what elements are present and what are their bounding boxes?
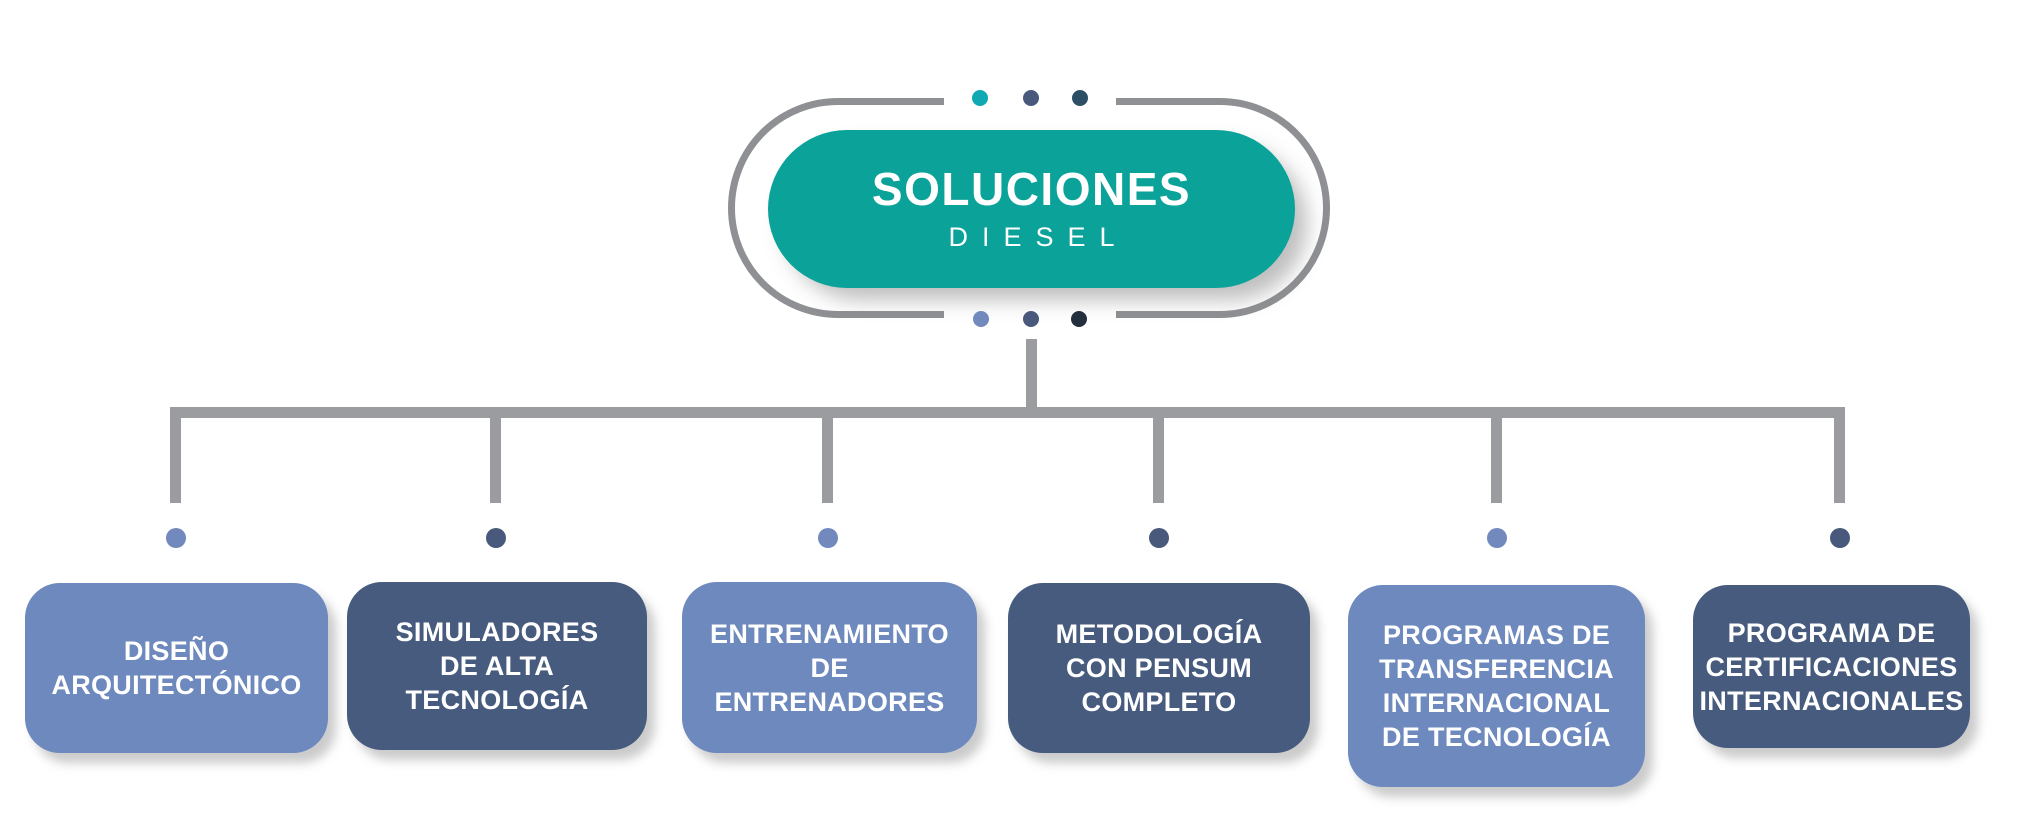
- tree-node-label: DISEÑO ARQUITECTÓNICO: [51, 636, 302, 700]
- root-node: SOLUCIONES DIESEL: [768, 130, 1295, 288]
- decor-dot-top-dark-teal: [1072, 90, 1088, 106]
- node-dot: [1487, 528, 1507, 548]
- tree-node-label: PROGRAMA DE CERTIFICACIONES INTERNACIONA…: [1699, 617, 1964, 716]
- connector-bar: [170, 407, 1845, 418]
- connector-stub: [490, 418, 501, 503]
- tree-node-label: PROGRAMAS DE TRANSFERENCIA INTERNACIONAL…: [1379, 620, 1614, 752]
- root-subtitle: DIESEL: [948, 222, 1129, 253]
- tree-node-entrenamiento-de-entrenadores: ENTRENAMIENTO DE ENTRENADORES: [682, 582, 977, 753]
- decor-dot-top-teal: [972, 90, 988, 106]
- tree-node-certificaciones-internacionales: PROGRAMA DE CERTIFICACIONES INTERNACIONA…: [1693, 585, 1970, 748]
- tree-node-simuladores-alta-tecnologia: SIMULADORES DE ALTA TECNOLOGÍA: [347, 582, 647, 750]
- node-dot: [486, 528, 506, 548]
- connector-stem: [1026, 339, 1037, 409]
- decor-dot-bottom-periwinkle: [973, 311, 989, 327]
- decor-dot-bottom-navy: [1071, 311, 1087, 327]
- node-dot: [818, 528, 838, 548]
- connector-stub: [1834, 418, 1845, 503]
- connector-stub: [822, 418, 833, 503]
- node-dot: [1149, 528, 1169, 548]
- connector-stub: [1491, 418, 1502, 503]
- tree-node-label: SIMULADORES DE ALTA TECNOLOGÍA: [395, 617, 599, 715]
- connector-stub: [1153, 418, 1164, 503]
- tree-node-diseno-arquitectonico: DISEÑO ARQUITECTÓNICO: [25, 583, 328, 753]
- node-dot: [166, 528, 186, 548]
- tree-node-label: ENTRENAMIENTO DE ENTRENADORES: [710, 618, 949, 717]
- decor-dot-bottom-slate: [1023, 311, 1039, 327]
- decor-dot-top-slate: [1023, 90, 1039, 106]
- connector-stub: [170, 418, 181, 503]
- node-dot: [1830, 528, 1850, 548]
- tree-node-metodologia-pensum-completo: METODOLOGÍA CON PENSUM COMPLETO: [1008, 583, 1310, 753]
- tree-node-label: METODOLOGÍA CON PENSUM COMPLETO: [1055, 619, 1263, 717]
- tree-node-transferencia-internacional-tecnologia: PROGRAMAS DE TRANSFERENCIA INTERNACIONAL…: [1348, 585, 1645, 787]
- root-title: SOLUCIONES: [871, 162, 1192, 215]
